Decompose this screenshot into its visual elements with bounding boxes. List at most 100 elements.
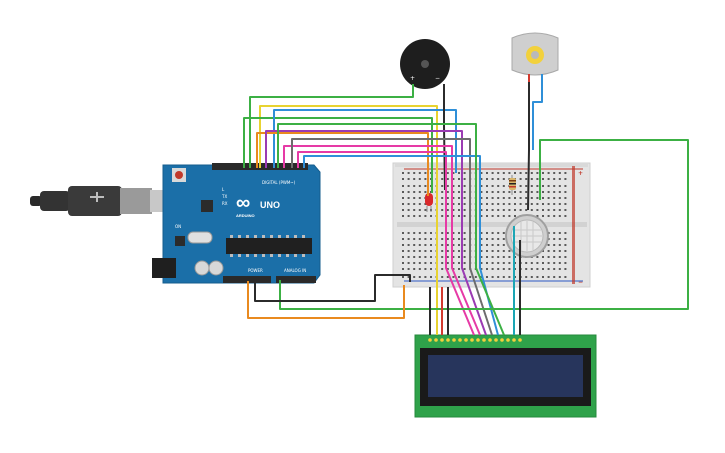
breadboard-hole[interactable] [491,250,494,252]
breadboard-hole[interactable] [508,172,511,174]
breadboard-hole[interactable] [402,256,404,258]
breadboard-hole[interactable] [452,276,455,278]
arduino-uno[interactable]: ∞ UNO ARDUINO DIGITAL (PWM~) POWER ANALO… [152,163,321,284]
wire-blue-motor[interactable] [532,82,543,150]
breadboard-hole[interactable] [452,209,455,211]
breadboard-hole[interactable] [463,232,466,234]
breadboard-hole[interactable] [491,203,494,205]
breadboard-hole[interactable] [542,262,544,264]
breadboard-hole[interactable] [480,203,483,205]
dc-motor[interactable] [511,32,559,82]
breadboard-hole[interactable] [407,203,410,205]
breadboard-hole[interactable] [502,244,505,246]
breadboard-hole[interactable] [553,191,556,193]
breadboard-hole[interactable] [508,262,511,264]
breadboard-hole[interactable] [402,232,404,234]
breadboard-hole[interactable] [553,178,556,180]
breadboard-hole[interactable] [413,244,416,246]
wires[interactable] [243,82,689,336]
breadboard-hole[interactable] [418,209,421,211]
breadboard-hole[interactable] [441,232,444,234]
breadboard-hole[interactable] [536,262,539,264]
breadboard-hole[interactable] [418,185,421,187]
breadboard-hole[interactable] [418,238,421,240]
breadboard-hole[interactable] [491,209,494,211]
breadboard-hole[interactable] [424,209,427,211]
breadboard-hole[interactable] [458,191,460,193]
breadboard-hole[interactable] [530,262,533,264]
breadboard-hole[interactable] [542,185,544,187]
breadboard-hole[interactable] [480,172,483,174]
breadboard-hole[interactable] [418,203,421,205]
breadboard-hole[interactable] [553,203,556,205]
breadboard-hole[interactable] [564,238,567,240]
breadboard-hole[interactable] [491,191,494,193]
breadboard-hole[interactable] [553,262,556,264]
breadboard-hole[interactable] [480,256,483,258]
breadboard-hole[interactable] [491,256,494,258]
breadboard-hole[interactable] [486,191,488,193]
breadboard-hole[interactable] [463,256,466,258]
breadboard-hole[interactable] [564,268,567,270]
breadboard-hole[interactable] [558,232,561,234]
breadboard-hole[interactable] [547,178,550,180]
breadboard-hole[interactable] [491,244,494,246]
breadboard-hole[interactable] [553,244,556,246]
breadboard-hole[interactable] [480,215,483,217]
resistor[interactable] [509,175,516,195]
breadboard-hole[interactable] [418,232,421,234]
breadboard-hole[interactable] [502,185,505,187]
lcd-pin[interactable] [476,338,480,342]
breadboard-hole[interactable] [424,268,427,270]
breadboard-hole[interactable] [547,262,550,264]
lcd-pin[interactable] [500,338,504,342]
breadboard-hole[interactable] [564,244,567,246]
breadboard-hole[interactable] [558,178,561,180]
breadboard-hole[interactable] [407,178,410,180]
wire-black-buzzer[interactable] [443,84,446,191]
breadboard-hole[interactable] [458,238,460,240]
lcd-pin[interactable] [506,338,510,342]
breadboard-hole[interactable] [519,209,522,211]
breadboard-hole[interactable] [458,197,460,199]
lcd-pin[interactable] [518,338,522,342]
breadboard-hole[interactable] [441,209,444,211]
breadboard-hole[interactable] [463,203,466,205]
breadboard-hole[interactable] [536,276,539,278]
breadboard-hole[interactable] [486,172,488,174]
breadboard-hole[interactable] [497,203,500,205]
breadboard-hole[interactable] [530,197,533,199]
breadboard-hole[interactable] [519,197,522,199]
breadboard-hole[interactable] [553,268,556,270]
breadboard-hole[interactable] [558,268,561,270]
breadboard-hole[interactable] [424,238,427,240]
wire-yellow[interactable] [259,105,438,335]
breadboard-hole[interactable] [547,276,550,278]
breadboard-hole[interactable] [502,262,505,264]
breadboard-hole[interactable] [530,178,533,180]
breadboard-hole[interactable] [446,178,449,180]
wire-gray-1[interactable] [291,138,493,336]
breadboard-hole[interactable] [407,185,410,187]
breadboard-hole[interactable] [558,191,561,193]
breadboard-hole[interactable] [542,256,544,258]
breadboard-hole[interactable] [418,262,421,264]
breadboard-hole[interactable] [486,203,488,205]
breadboard-hole[interactable] [542,276,544,278]
breadboard-hole[interactable] [564,172,567,174]
breadboard-hole[interactable] [525,172,528,174]
breadboard-hole[interactable] [502,250,505,252]
breadboard-hole[interactable] [418,191,421,193]
breadboard-hole[interactable] [446,203,449,205]
breadboard-hole[interactable] [497,172,500,174]
lcd-pin[interactable] [440,338,444,342]
breadboard-hole[interactable] [418,244,421,246]
breadboard-hole[interactable] [413,197,416,199]
breadboard-hole[interactable] [480,209,483,211]
breadboard-hole[interactable] [407,191,410,193]
breadboard-hole[interactable] [407,256,410,258]
breadboard-hole[interactable] [547,244,550,246]
wire-blue[interactable] [273,109,457,173]
breadboard-hole[interactable] [446,172,449,174]
breadboard-hole[interactable] [508,268,511,270]
